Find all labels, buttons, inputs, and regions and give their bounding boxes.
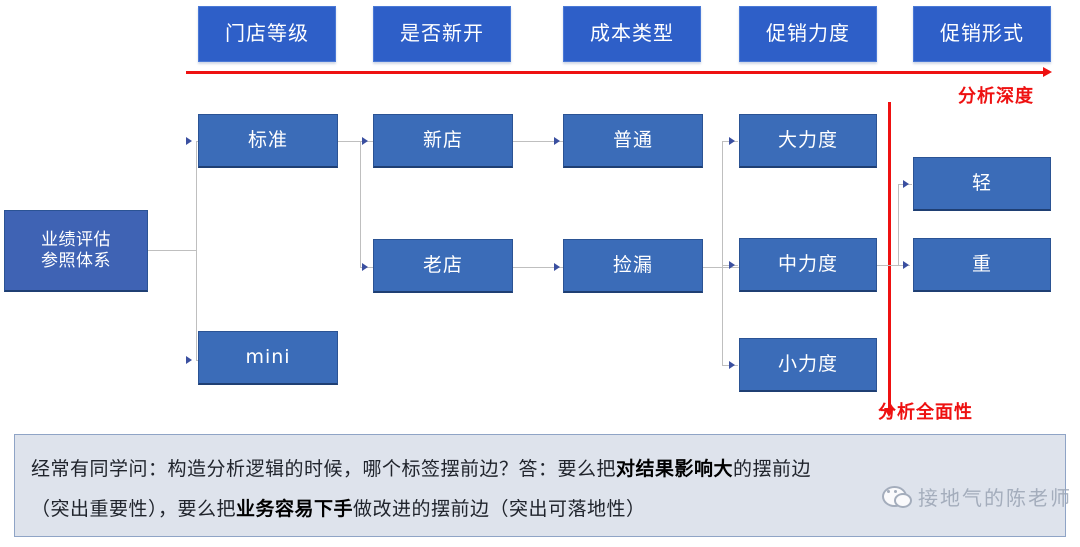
node-label: 新店: [422, 129, 463, 152]
arrowhead-bargain: [554, 263, 560, 271]
node-weak: 小力度: [739, 338, 877, 392]
header-label: 门店等级: [225, 21, 309, 46]
node-light: 轻: [913, 157, 1051, 211]
node-label: 老店: [422, 254, 463, 277]
header-box-promo-strength: 促销力度: [739, 6, 877, 62]
header-label: 是否新开: [400, 21, 484, 46]
arrowhead-medium: [729, 261, 735, 269]
caption-line-2: （突出重要性），要么把业务容易下手做改进的摆前边（突出可落地性）: [31, 489, 1049, 529]
connector-medium-stub: [877, 265, 910, 266]
header-box-is-new: 是否新开: [373, 6, 511, 62]
caption-line-1: 经常有同学问：构造分析逻辑的时候，哪个标签摆前边？答：要么把对结果影响大的摆前边: [31, 449, 1049, 489]
node-root-line2: 参照体系: [41, 250, 111, 271]
arrowhead-old-store: [362, 263, 368, 271]
analysis-coverage-label: 分析全面性: [878, 402, 973, 423]
node-label: 标准: [247, 129, 288, 152]
caption-panel: 经常有同学问：构造分析逻辑的时候，哪个标签摆前边？答：要么把对结果影响大的摆前边…: [14, 434, 1066, 537]
node-label: 小力度: [777, 353, 838, 376]
arrowhead-standard: [186, 137, 192, 145]
analysis-depth-arrow-line: [186, 71, 1044, 74]
node-old-store: 老店: [373, 239, 513, 293]
arrowhead-strong: [729, 137, 735, 145]
analysis-coverage-arrowhead: [884, 408, 894, 417]
node-root: 业绩评估 参照体系: [4, 210, 148, 292]
arrowhead-weak: [729, 361, 735, 369]
caption-line2-text-a: （突出重要性），要么把: [31, 498, 237, 520]
connector-bargain-stub: [703, 267, 739, 268]
connector-root-stub: [148, 250, 196, 251]
node-new-store: 新店: [373, 114, 513, 168]
node-label: 大力度: [777, 129, 838, 152]
node-standard: 标准: [198, 114, 338, 168]
caption-line1-text-b: 的摆前边: [733, 458, 812, 480]
node-label: 普通: [612, 129, 653, 152]
node-mini: mini: [198, 331, 338, 385]
arrowhead-heavy: [903, 261, 909, 269]
analysis-depth-arrowhead: [1043, 67, 1052, 77]
node-label: 捡漏: [612, 254, 653, 277]
connector-weight-spine: [898, 184, 899, 266]
node-normal: 普通: [563, 114, 703, 168]
header-box-store-level: 门店等级: [198, 6, 336, 62]
node-strong: 大力度: [739, 114, 877, 168]
node-heavy: 重: [913, 238, 1051, 292]
arrowhead-mini: [186, 356, 192, 364]
caption-line2-text-b: 做改进的摆前边（突出可落地性）: [353, 498, 646, 520]
connector-strength-spine: [722, 141, 723, 365]
node-label: 重: [971, 253, 992, 276]
connector-new-to-normal: [513, 141, 563, 142]
node-label: 轻: [971, 172, 992, 195]
arrowhead-normal: [554, 137, 560, 145]
node-label: mini: [245, 346, 291, 369]
connector-root-spine: [196, 141, 197, 360]
analysis-coverage-arrow-line: [888, 102, 891, 410]
connector-standard-spine: [360, 141, 361, 268]
connector-old-to-bargain: [513, 267, 563, 268]
arrowhead-new-store: [362, 137, 368, 145]
caption-line2-bold: 业务容易下手: [236, 498, 354, 520]
analysis-depth-label: 分析深度: [958, 86, 1034, 107]
header-box-cost-type: 成本类型: [563, 6, 701, 62]
node-bargain: 捡漏: [563, 239, 703, 293]
arrowhead-light: [903, 180, 909, 188]
node-root-line1: 业绩评估: [41, 230, 111, 251]
header-box-promo-form: 促销形式: [913, 6, 1051, 62]
node-medium: 中力度: [739, 238, 877, 292]
header-label: 促销形式: [940, 21, 1024, 46]
caption-line1-text-a: 经常有同学问：构造分析逻辑的时候，哪个标签摆前边？答：要么把: [31, 458, 617, 480]
connector-standard-stub: [338, 141, 370, 142]
caption-line1-bold: 对结果影响大: [616, 458, 734, 480]
header-label: 成本类型: [590, 21, 674, 46]
node-label: 中力度: [777, 253, 838, 276]
header-label: 促销力度: [766, 21, 850, 46]
